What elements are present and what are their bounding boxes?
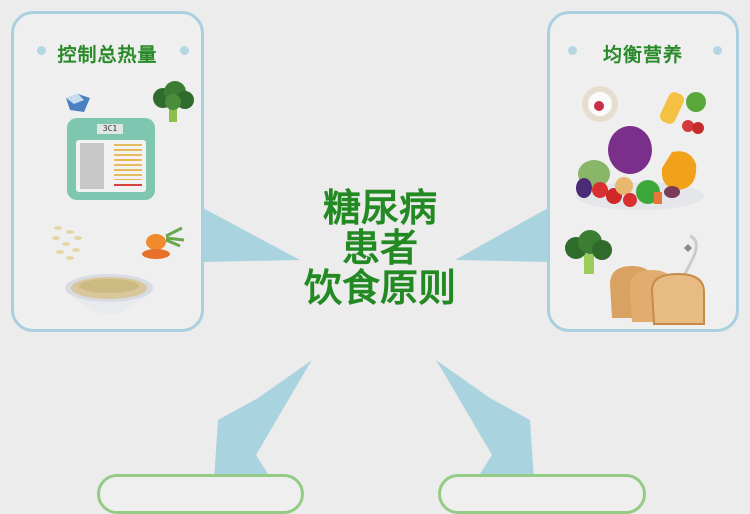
oat-grains-icon (52, 226, 82, 260)
decor-dot (37, 46, 46, 55)
decor-dot (568, 46, 577, 55)
juice-bottle-icon (659, 92, 706, 134)
tissue-icon (66, 94, 90, 112)
scale-display: 3C1 (97, 124, 123, 134)
vegetable-plate-icon (576, 126, 704, 210)
arrow-down-left (214, 360, 312, 480)
panel-title: 控制总热量 (57, 44, 158, 66)
arrow-down-right (436, 360, 534, 480)
carrot-icon (142, 226, 185, 259)
panel-control-calories: 控制总热量 3C1 (11, 11, 204, 332)
spoon-icon (682, 234, 698, 277)
yogurt-berry-icon (582, 86, 618, 122)
bottom-box-right (438, 474, 646, 514)
scale-icon: 3C1 (67, 118, 155, 200)
title-line-1: 糖尿病 (322, 186, 437, 230)
main-title: 糖尿病 患者 饮食原则 (260, 188, 500, 308)
title-line-2: 患者 (341, 226, 418, 270)
bottom-box-left (97, 474, 304, 514)
broccoli-icon (153, 81, 194, 122)
broccoli-icon (565, 230, 612, 274)
title-line-3: 饮食原则 (303, 266, 456, 310)
panel-balanced-nutrition: 均衡营养 (547, 11, 739, 332)
decor-dot (180, 46, 189, 55)
panel-title: 均衡营养 (602, 44, 683, 66)
connector-left-wedge (203, 208, 548, 262)
decor-dot (713, 46, 722, 55)
oatmeal-bowl-icon (65, 274, 153, 314)
bread-loaf-icon (610, 266, 705, 325)
